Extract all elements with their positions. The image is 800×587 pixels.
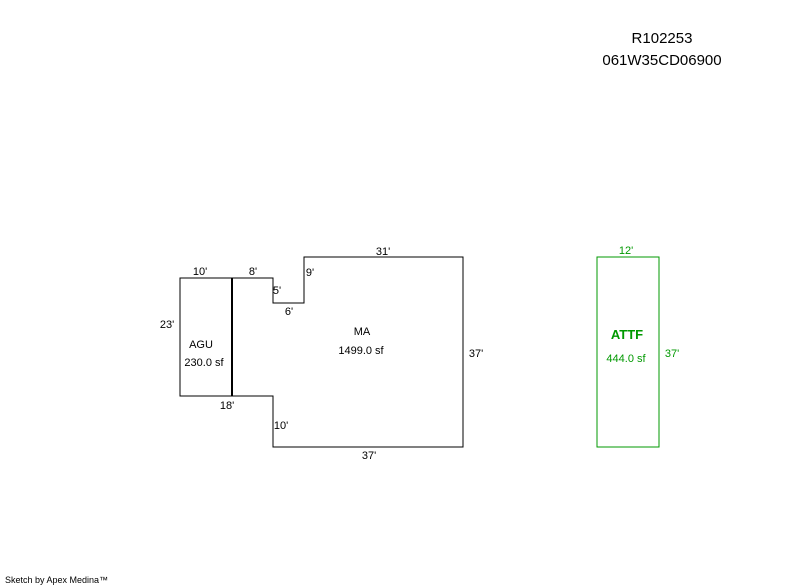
dim-agu-top: 10' bbox=[193, 266, 207, 278]
dim-attf-top: 12' bbox=[619, 245, 633, 257]
dim-ma-right: 37' bbox=[469, 348, 483, 360]
dim-attf-right: 37' bbox=[665, 348, 679, 360]
agu-area: 230.0 sf bbox=[184, 357, 224, 369]
sketch-credit: Sketch by Apex Medina™ bbox=[5, 575, 108, 585]
dim-ma-notch-left: 5' bbox=[273, 285, 281, 297]
dim-ma-top-step: 8' bbox=[249, 266, 257, 278]
dim-ma-notch-right: 9' bbox=[306, 267, 314, 279]
dim-ma-lower-left: 10' bbox=[274, 420, 288, 432]
dim-agu-bottom: 18' bbox=[220, 400, 234, 412]
dim-ma-top: 31' bbox=[376, 246, 390, 258]
dim-ma-bottom: 37' bbox=[362, 450, 376, 462]
dim-agu-left: 23' bbox=[160, 319, 174, 331]
attf-area: 444.0 sf bbox=[606, 353, 646, 365]
record-id: R102253 bbox=[632, 30, 693, 47]
attf-code: ATTF bbox=[611, 327, 643, 342]
parcel-id: 061W35CD06900 bbox=[602, 52, 721, 69]
agu-outline bbox=[179, 277, 232, 397]
ma-outline bbox=[232, 256, 464, 448]
dim-ma-notch-bottom: 6' bbox=[285, 306, 293, 318]
agu-code: AGU bbox=[189, 339, 213, 351]
ma-code: MA bbox=[354, 326, 371, 338]
ma-area: 1499.0 sf bbox=[338, 345, 384, 357]
attf-outline bbox=[596, 256, 660, 448]
